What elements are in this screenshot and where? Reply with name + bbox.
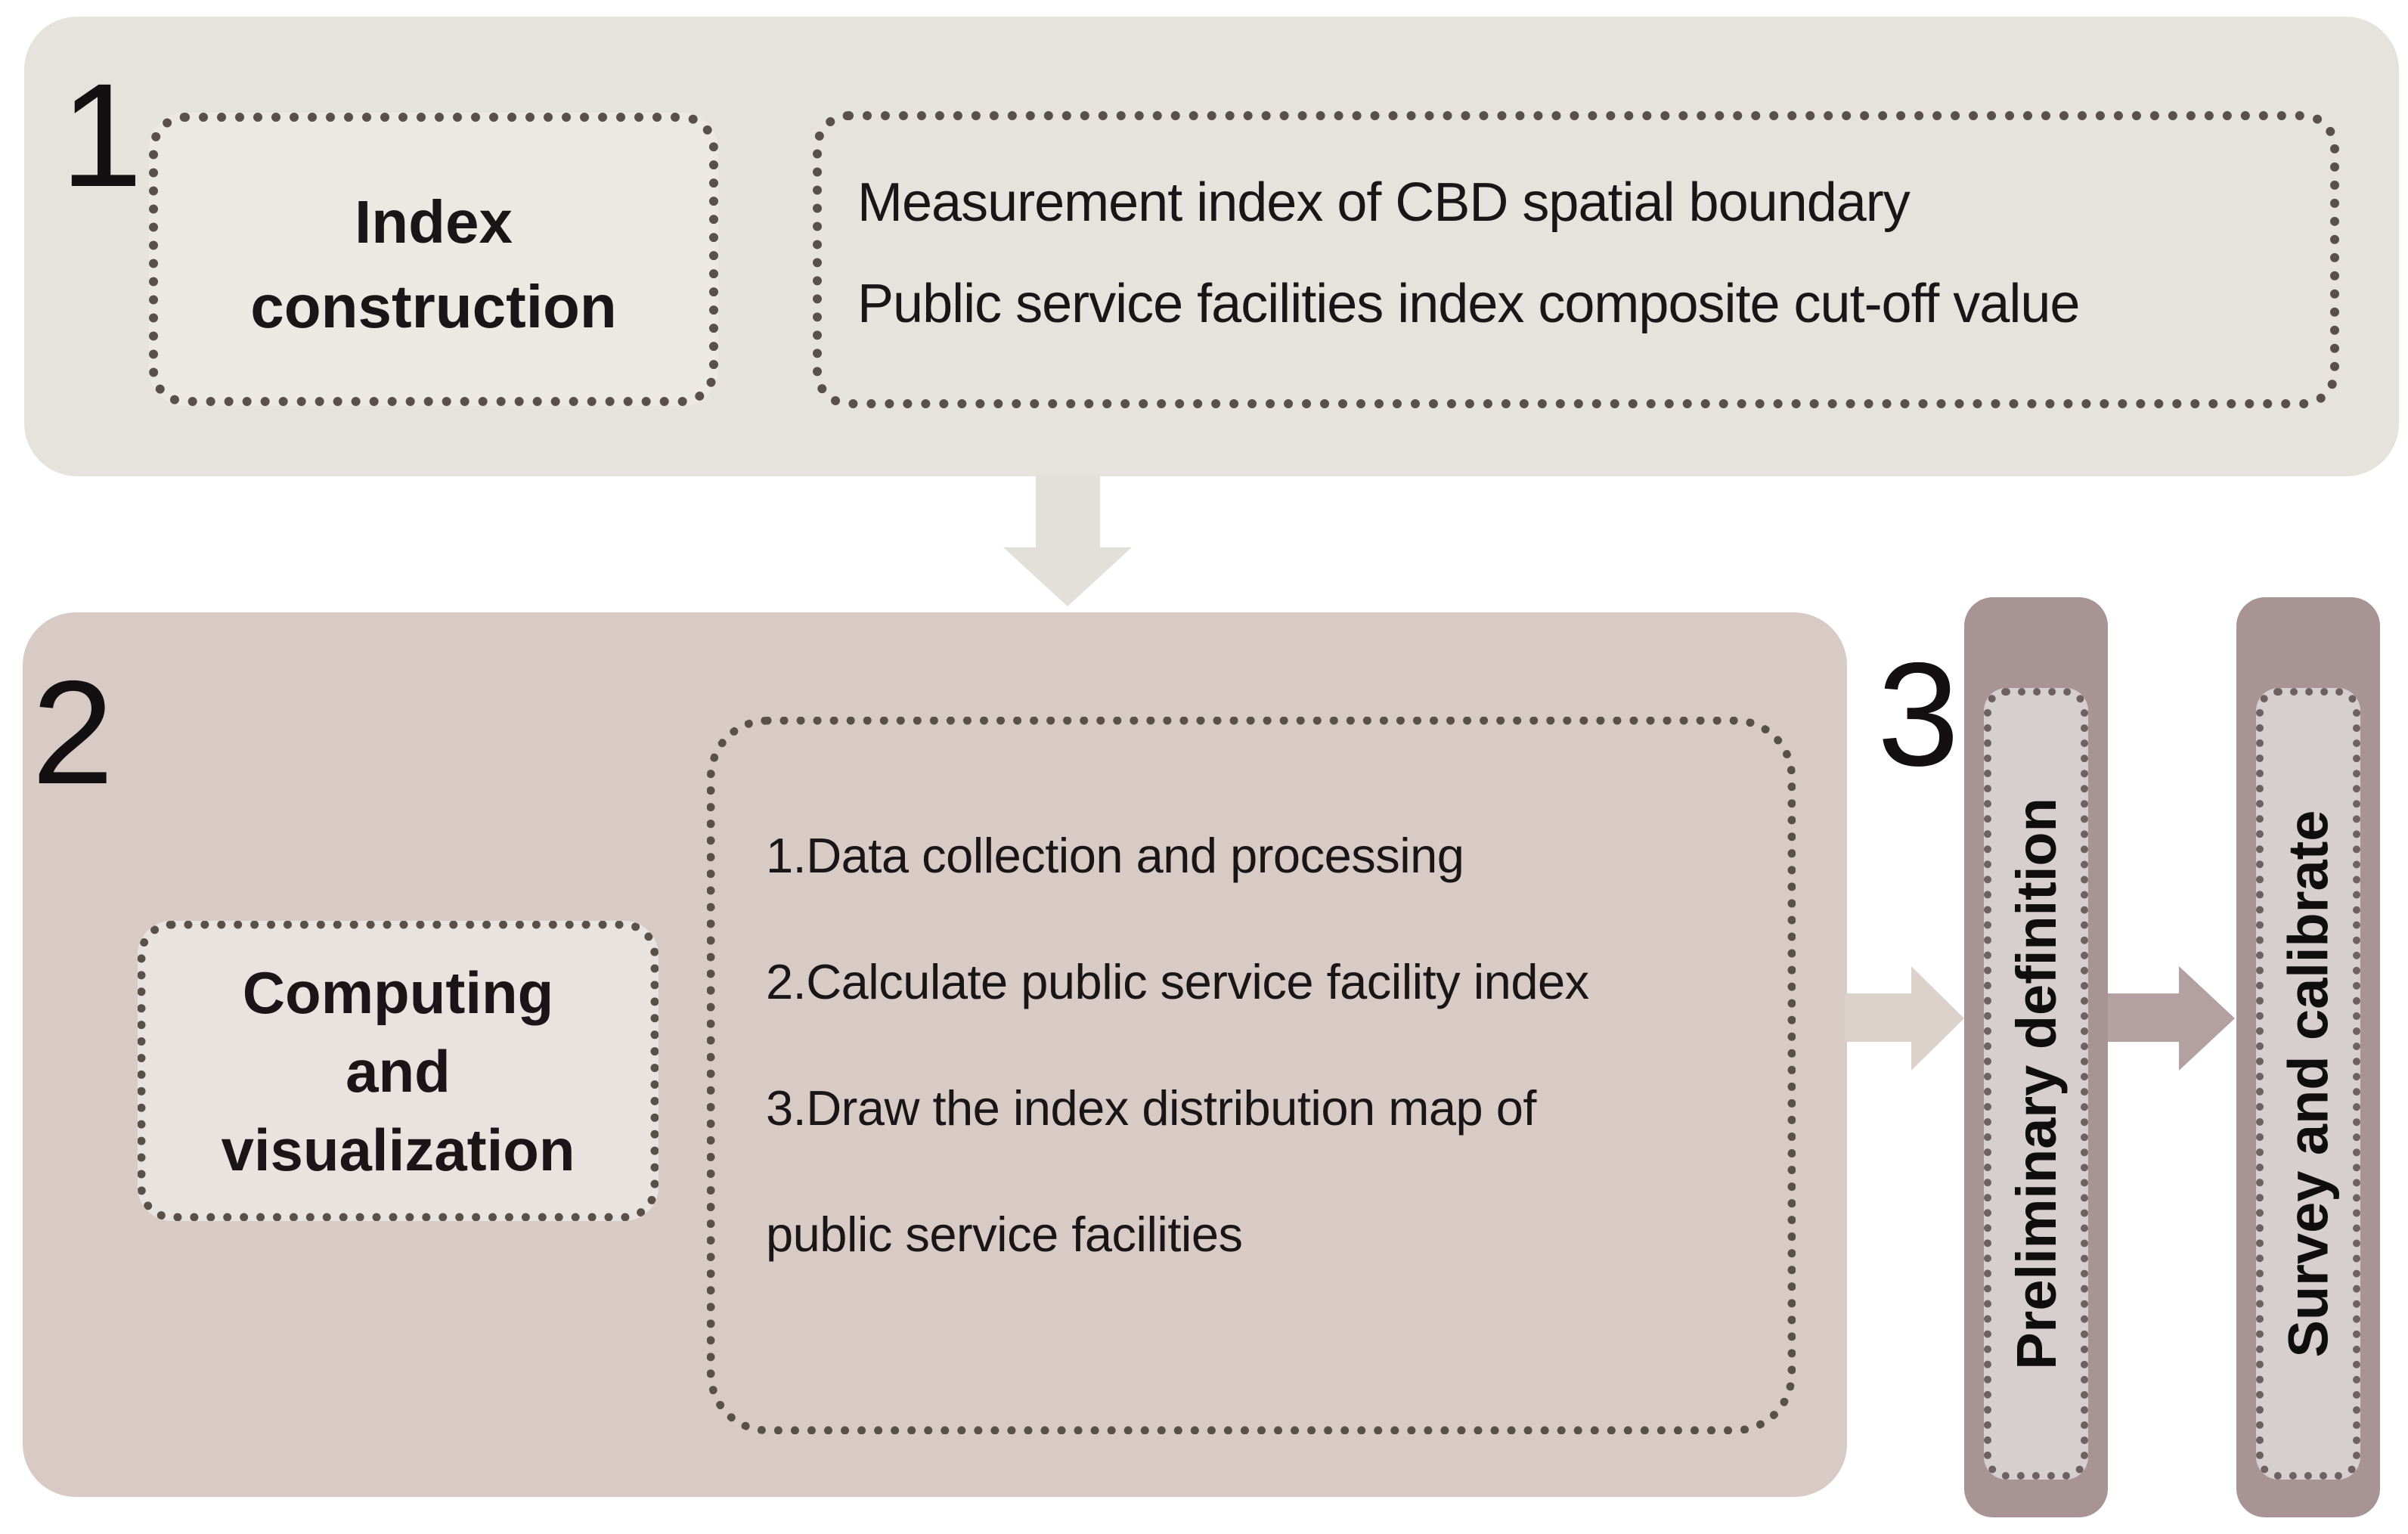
arrow-step2-to-step3-head: [1911, 966, 1964, 1071]
survey-calibrate-label: Survey and calibrate: [2276, 810, 2340, 1358]
index-construction-box: Index construction: [149, 113, 718, 406]
preliminary-definition-bar: Preliminary definition: [1964, 597, 2108, 1517]
computing-label-line1: Computing: [242, 959, 554, 1026]
process-item-4: public service facilities: [766, 1207, 1243, 1262]
computing-label-line2: and: [346, 1037, 451, 1105]
step2-number: 2: [32, 650, 114, 815]
index-construction-label-line1: Index: [355, 188, 513, 256]
measurement-item-2: Public service facilities index composit…: [857, 274, 2080, 334]
arrow-down-head: [1003, 547, 1132, 606]
measurement-index-box: Measurement index of CBD spatial boundar…: [813, 111, 2339, 408]
step1-panel: 1 Index construction Measurement index o…: [24, 17, 2399, 476]
step3-number: 3: [1877, 632, 1960, 797]
process-item-1: 1.Data collection and processing: [766, 828, 1464, 883]
survey-calibrate-inner-box: Survey and calibrate: [2256, 688, 2360, 1480]
computing-visualization-box: Computing and visualization: [138, 921, 659, 1221]
arrow-bar1-to-bar2-stem: [2106, 993, 2179, 1042]
process-item-3: 3.Draw the index distribution map of: [766, 1080, 1536, 1136]
process-item-2: 2.Calculate public service facility inde…: [766, 954, 1589, 1009]
arrow-bar1-to-bar2-head: [2179, 966, 2235, 1071]
arrow-down-stem: [1036, 475, 1100, 548]
survey-calibrate-bar: Survey and calibrate: [2236, 597, 2380, 1517]
process-steps-box: 1.Data collection and processing 2.Calcu…: [707, 717, 1796, 1434]
measurement-item-1: Measurement index of CBD spatial boundar…: [857, 172, 1911, 233]
index-construction-label-line2: construction: [250, 273, 617, 340]
preliminary-definition-label: Preliminary definition: [2004, 798, 2068, 1370]
computing-label-line3: visualization: [221, 1116, 575, 1183]
step1-number: 1: [60, 53, 143, 218]
arrow-step2-to-step3-stem: [1845, 993, 1911, 1042]
preliminary-definition-inner-box: Preliminary definition: [1984, 688, 2088, 1480]
